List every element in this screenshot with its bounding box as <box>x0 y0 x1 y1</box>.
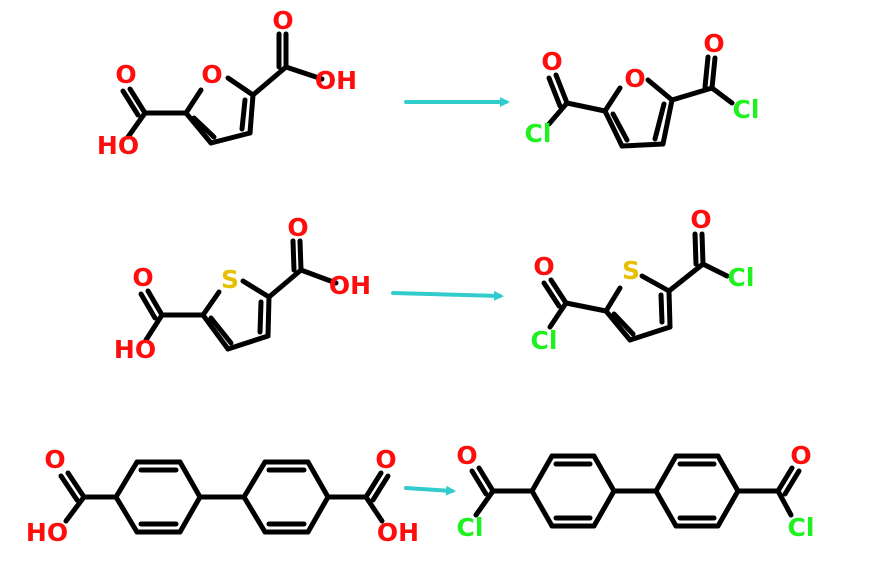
bonds <box>138 238 339 352</box>
biphenyl-dicarbonyl-chloride: O Cl O Cl <box>456 441 814 542</box>
reaction-2: S O HO O OH <box>114 205 755 364</box>
thiophene-dicarboxylic-acid: S O HO O OH <box>114 213 371 364</box>
acid-hydroxyl-right: OH <box>377 518 419 547</box>
acid-carbonyl-oxygen-right: O <box>287 213 308 242</box>
acid-hydroxyl-left: HO <box>26 518 68 547</box>
acid-hydroxyl-left: HO <box>97 131 139 160</box>
thiophene-dicarbonyl-chloride: S O Cl O Cl <box>531 205 755 355</box>
acyl-oxygen-right: O <box>790 441 811 470</box>
acyl-oxygen-left: O <box>541 47 562 76</box>
acid-carbonyl-oxygen-right: O <box>272 6 293 35</box>
reaction-3: O HO O OH <box>26 441 815 547</box>
acid-hydroxyl-right: OH <box>329 271 371 300</box>
acid-carbonyl-oxygen-left: O <box>44 445 65 474</box>
bonds <box>58 459 391 535</box>
acyl-oxygen-right: O <box>690 205 711 234</box>
bonds <box>120 31 325 146</box>
reaction-1: O O HO O OH <box>97 6 760 160</box>
ring-oxygen-atom: O <box>201 60 222 89</box>
acid-carbonyl-oxygen-right: O <box>375 445 396 474</box>
ring-oxygen-atom: O <box>624 64 645 93</box>
bonds <box>469 453 802 529</box>
bonds <box>541 231 730 343</box>
reaction-arrow-3 <box>404 485 456 496</box>
acyl-oxygen-left: O <box>533 252 554 281</box>
acyl-oxygen-right: O <box>703 29 724 58</box>
chlorine-right: Cl <box>788 513 815 542</box>
furan-dicarboxylic-acid: O O HO O OH <box>97 6 357 160</box>
bonds <box>546 54 735 149</box>
ring-sulfur-atom: S <box>221 265 239 294</box>
acid-carbonyl-oxygen-left: O <box>115 60 136 89</box>
furan-dicarbonyl-chloride: O O Cl O Cl <box>525 29 760 149</box>
acyl-oxygen-left: O <box>456 441 477 470</box>
acid-hydroxyl-right: OH <box>315 66 357 95</box>
chlorine-left: Cl <box>531 326 558 355</box>
chlorine-left: Cl <box>525 119 552 148</box>
chlorine-left: Cl <box>457 513 484 542</box>
acid-carbonyl-oxygen-left: O <box>132 263 153 292</box>
acid-hydroxyl-left: HO <box>114 335 156 364</box>
biphenyl-dicarboxylic-acid: O HO O OH <box>26 445 419 547</box>
ring-sulfur-atom: S <box>622 256 640 285</box>
chlorine-right: Cl <box>728 263 755 292</box>
reaction-arrow-2 <box>391 290 504 301</box>
chlorine-right: Cl <box>733 95 760 124</box>
